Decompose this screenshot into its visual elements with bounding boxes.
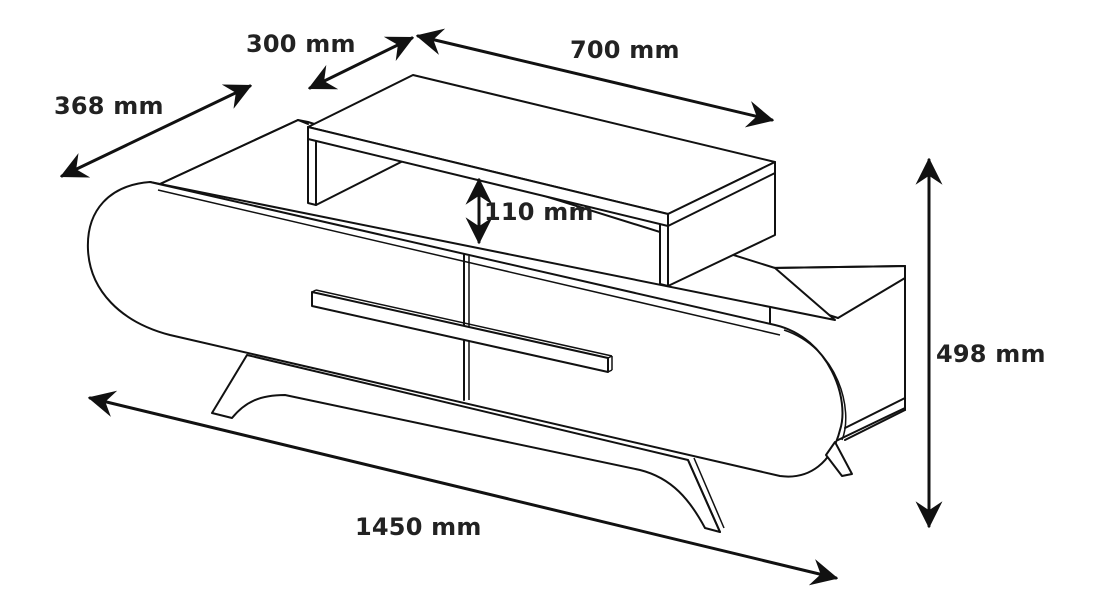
width-1450-arrow (87, 390, 839, 586)
label-overall-width: 1450 mm (355, 513, 482, 541)
label-overall-height: 498 mm (936, 340, 1046, 368)
label-shelf-depth: 300 mm (246, 30, 356, 58)
depth-368-arrow (59, 84, 253, 178)
dimension-lines (59, 28, 943, 586)
label-shelf-height: 110 mm (484, 198, 594, 226)
depth-300-arrow (307, 36, 415, 90)
width-700-arrow (415, 28, 775, 128)
label-overall-depth: 368 mm (54, 92, 164, 120)
door-handle (311, 289, 613, 373)
label-shelf-width: 700 mm (570, 36, 680, 64)
